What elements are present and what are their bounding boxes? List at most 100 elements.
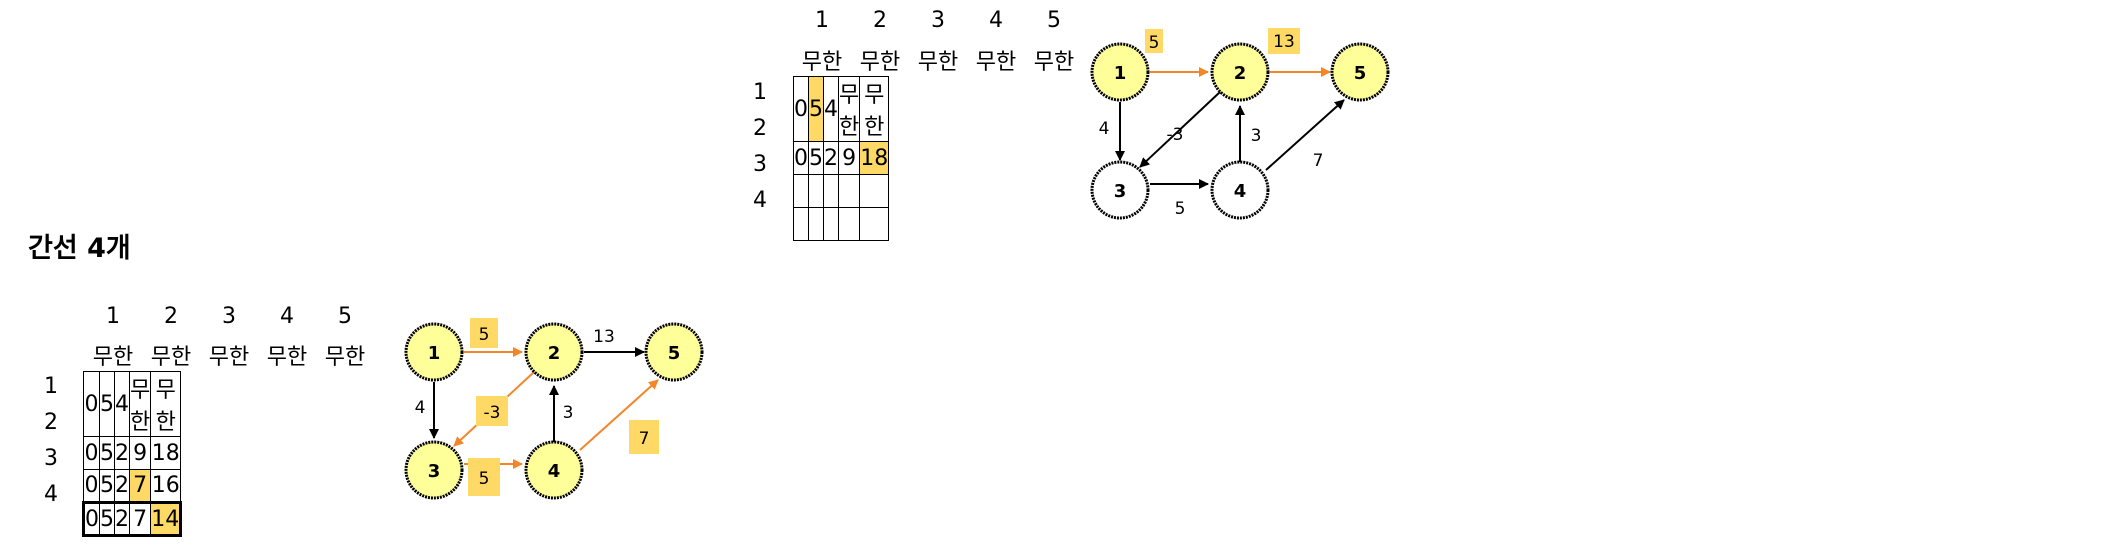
table-cell: 5 (99, 371, 115, 437)
row-label: 3 (753, 152, 767, 177)
column-number: 2 (873, 8, 887, 33)
table-row: 0 5 4 무한 무한 (793, 76, 890, 142)
table-cell (793, 174, 809, 208)
node-label: 4 (1234, 181, 1247, 202)
table-cell: 9 (128, 436, 152, 470)
column-number: 2 (164, 304, 178, 329)
graph-node (644, 322, 704, 382)
edge-label: 5 (1149, 33, 1160, 53)
edge-2-3 (1139, 91, 1221, 168)
table-cell: 0 (82, 501, 100, 537)
initial-distance: 무한 (801, 50, 843, 75)
row-label: 2 (753, 116, 767, 141)
table-cell: 5 (99, 469, 115, 503)
column-number: 3 (931, 8, 945, 33)
table-cell (823, 174, 839, 208)
table-cell (837, 207, 861, 241)
table-cell: 2 (114, 469, 130, 503)
edge-label: 4 (415, 398, 426, 418)
table-cell: 5 (808, 141, 824, 175)
graph-node (1090, 42, 1150, 102)
graph-node (404, 322, 464, 382)
table-cell (859, 207, 890, 241)
table-cell: 5 (99, 436, 115, 470)
edge-label: 4 (1099, 119, 1110, 139)
initial-distance: 무한 (1033, 50, 1075, 75)
node-label: 2 (1234, 63, 1247, 84)
graph-node (404, 440, 464, 500)
table-cell: 18 (150, 436, 182, 470)
table-row (793, 207, 890, 241)
node-label: 2 (548, 343, 561, 364)
table-row: 0 5 2 9 18 (793, 141, 890, 175)
edge-4-5 (579, 379, 659, 451)
column-number: 5 (338, 304, 352, 329)
column-number: 4 (989, 8, 1003, 33)
table-row: 0 5 2 7 14 (82, 501, 183, 537)
table-cell: 2 (114, 501, 130, 537)
row-label: 3 (44, 446, 58, 471)
table-cell: 2 (114, 436, 130, 470)
node-label: 3 (1114, 181, 1127, 202)
table-cell: 7 (128, 469, 152, 503)
table-row: 0 5 2 9 18 (83, 436, 182, 470)
table-cell (808, 174, 824, 208)
node-label: 5 (668, 343, 681, 364)
edge-label-highlight (1145, 29, 1163, 53)
table-cell: 4 (114, 371, 130, 437)
edge-label: 7 (1313, 151, 1324, 171)
edge-label: 3 (1251, 126, 1262, 146)
edge-label: -3 (1167, 125, 1184, 145)
table-cell (808, 207, 824, 241)
row-label: 4 (753, 188, 767, 213)
initial-distance: 무한 (266, 345, 308, 370)
initial-distance: 무한 (150, 345, 192, 370)
row-label: 1 (44, 374, 58, 399)
table-cell: 0 (83, 436, 100, 470)
graph-node (1090, 160, 1150, 220)
initial-distance: 무한 (975, 50, 1017, 75)
column-number: 1 (106, 304, 120, 329)
node-label: 4 (548, 461, 561, 482)
table-cell: 2 (823, 141, 839, 175)
table-cell (793, 207, 809, 241)
table-cell: 18 (859, 141, 890, 175)
edge-label-highlight (476, 396, 508, 426)
edge-label: 13 (593, 327, 615, 347)
node-label: 5 (1354, 63, 1367, 84)
graph-node (524, 440, 584, 500)
initial-distance: 무한 (859, 50, 901, 75)
edge-label-highlight (629, 420, 659, 454)
graph-node (1330, 42, 1390, 102)
table-cell (837, 174, 861, 208)
edge-label: 5 (479, 325, 490, 345)
column-number: 4 (280, 304, 294, 329)
table-cell: 9 (837, 141, 861, 175)
graph-node (1210, 42, 1270, 102)
edge-label: 7 (639, 429, 650, 449)
table-row: 0 5 4 무한 무한 (83, 371, 182, 437)
table-cell: 0 (793, 76, 809, 142)
edge-label: 5 (1175, 199, 1186, 219)
graph-diagram: 5 13 4 -3 3 5 7 1 2 5 3 4 (1090, 28, 1390, 220)
section-title: 간선 4개 (28, 233, 131, 264)
table-cell: 0 (83, 469, 100, 503)
column-number: 5 (1047, 8, 1061, 33)
graph-diagram: 5 13 4 -3 3 5 7 1 2 5 3 4 (404, 318, 704, 500)
edge-label: 5 (479, 469, 490, 489)
edge-4-5 (1265, 99, 1345, 171)
table-cell (859, 174, 890, 208)
edge-label-highlight (1268, 28, 1300, 54)
table-row: 0 5 2 7 16 (83, 469, 182, 503)
row-label: 2 (44, 410, 58, 435)
row-label: 1 (753, 80, 767, 105)
table-cell: 7 (128, 501, 152, 537)
initial-distance: 무한 (92, 345, 134, 370)
edge-label-highlight (468, 458, 500, 496)
edge-label: -3 (484, 403, 501, 423)
initial-distance: 무한 (324, 345, 366, 370)
table-cell (823, 207, 839, 241)
table-cell: 0 (793, 141, 809, 175)
table-cell: 16 (150, 469, 182, 503)
row-label: 4 (44, 482, 58, 507)
